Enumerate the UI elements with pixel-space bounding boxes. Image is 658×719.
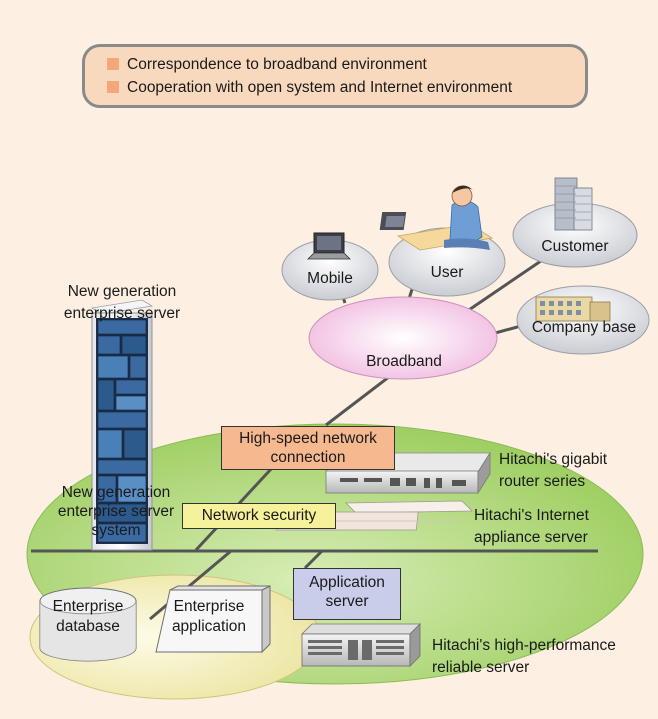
database-label-line1: Enterprise — [52, 598, 124, 615]
app-server-line2: server — [325, 593, 369, 610]
highperf-server-icon — [301, 623, 421, 667]
application-label-line1: Enterprise — [173, 598, 245, 615]
network-security-box: Network security — [182, 503, 336, 529]
legend-bullet — [107, 58, 119, 70]
customer-label: Customer — [541, 238, 609, 255]
broadband-cloud — [308, 296, 498, 380]
high-speed-line2: connection — [270, 449, 346, 466]
server-title-line1: New generation — [67, 283, 177, 300]
broadband-label: Broadband — [366, 353, 442, 370]
high-speed-line1: High-speed network — [239, 430, 377, 447]
network-lines — [31, 246, 598, 621]
network-security-label: Network security — [201, 507, 317, 524]
database-cylinder-icon — [39, 587, 137, 662]
system-label-line2: enterprise server — [57, 503, 175, 520]
gigabit-router-line1: Hitachi's gigabit — [499, 451, 608, 468]
high-speed-network-box: High-speed network connection — [221, 426, 395, 470]
laptop-icon — [307, 232, 351, 260]
internet-appliance-line2: appliance server — [474, 529, 588, 546]
legend-bullet — [107, 81, 119, 93]
server-title-line2: enterprise server — [63, 305, 181, 322]
legend-item-broadband: Correspondence to broadband environment — [107, 56, 427, 74]
user-at-desk-icon — [379, 185, 494, 251]
user-label: User — [430, 264, 464, 281]
highperf-server-line2: reliable server — [432, 659, 530, 676]
company-base-label: Company base — [531, 319, 637, 336]
application-server-box: Application server — [293, 568, 401, 620]
highperf-server-line1: Hitachi's high-performance — [432, 637, 616, 654]
internet-appliance-line1: Hitachi's Internet — [474, 507, 589, 524]
enterprise-server-rack-icon — [90, 299, 154, 551]
application-label-line2: application — [171, 618, 247, 635]
database-label-line2: database — [56, 618, 120, 635]
office-building-icon — [554, 177, 593, 231]
gigabit-router-line2: router series — [499, 473, 586, 490]
legend-item-open-system: Cooperation with open system and Interne… — [107, 79, 512, 97]
system-label-line1: New generation — [61, 484, 171, 501]
app-server-line1: Application — [309, 574, 385, 591]
factory-building-icon — [535, 296, 611, 322]
system-label-line3: system — [91, 522, 141, 539]
legend-box: Correspondence to broadband environment … — [82, 44, 588, 108]
application-block-icon — [155, 585, 271, 654]
mobile-label: Mobile — [307, 270, 353, 287]
